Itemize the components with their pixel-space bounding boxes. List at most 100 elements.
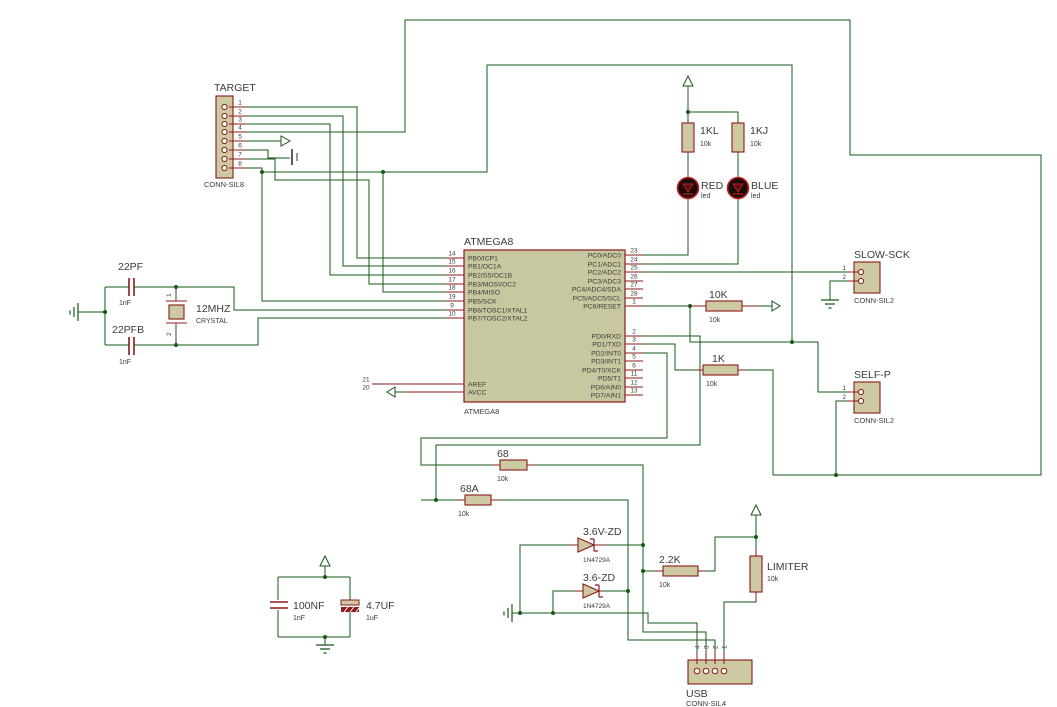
resistor-ref: LIMITER (767, 561, 809, 573)
wire (435, 335, 701, 500)
wire (246, 19, 1042, 476)
capacitor-22pfb[interactable]: 22PFB 1nF (112, 324, 144, 366)
chip-ref-bottom: ATMEGA8 (464, 407, 499, 416)
led-red[interactable]: RED led (676, 176, 724, 201)
capacitor-22pf[interactable]: 22PF 1nF (118, 261, 143, 307)
power-arrow-icon (386, 386, 396, 398)
pin-number: 10 (448, 311, 456, 318)
wire (643, 343, 695, 371)
resistor-68[interactable]: 68 10k (492, 448, 535, 483)
resistor-1k[interactable]: 1K 10k (695, 353, 746, 388)
crystal-12mhz[interactable]: 1 2 12MHZ CRYSTAL (166, 293, 231, 336)
pin-number: 3 (238, 117, 242, 124)
cell-symbol[interactable] (291, 149, 298, 165)
connector-type: CONN-SIL4 (686, 699, 726, 707)
resistor-10k[interactable]: 10K 10k (690, 289, 758, 324)
capacitor-4-7uf[interactable]: 4.7UF 1uF (340, 599, 395, 622)
pin-number: 2 (713, 645, 720, 649)
led-blue[interactable]: BLUE led (726, 176, 779, 201)
resistor-1kl[interactable]: 1KL 10k (681, 122, 719, 153)
resistor-value: 10k (767, 576, 779, 583)
cap-value: 1nF (293, 615, 305, 622)
pin-name: PB0/ICP1 (468, 256, 498, 263)
pin-name: PC4/ADC4/SDA (572, 287, 622, 294)
wire (643, 199, 739, 265)
wire (687, 86, 739, 123)
capacitor-100nf[interactable]: 100NF 1nF (270, 600, 325, 622)
crystal-value: CRYSTAL (196, 318, 228, 325)
resistor-limiter[interactable]: LIMITER 10k (749, 548, 809, 600)
ground-icon (316, 644, 334, 654)
wires[interactable] (78, 19, 1042, 652)
connector-type: CONN-SIL2 (854, 416, 894, 425)
pin-name: PB2/SS/OC1B (468, 273, 513, 280)
diode-zener-2[interactable]: 3.6-ZD 1N4729A (575, 572, 616, 610)
connector-usb[interactable]: 4 3 2 1 USB CONN-SIL4 (686, 645, 753, 707)
pin-name: PD7/AIN1 (591, 393, 621, 400)
cap-value: 1uF (366, 615, 378, 622)
pin-number: 6 (238, 143, 242, 150)
pin-number: 2 (842, 274, 846, 281)
pin-number: 1 (842, 265, 846, 272)
wire (262, 64, 793, 342)
wire (519, 544, 570, 613)
pin-number: 1 (238, 100, 242, 107)
pin-number: 23 (630, 248, 638, 255)
wire (246, 167, 446, 302)
diode-value: 1N4729A (583, 557, 611, 564)
ground-icon (69, 303, 79, 321)
pin-number: 8 (238, 161, 242, 168)
connector-self-p[interactable]: SELF-P 1 2 CONN-SIL2 (842, 369, 894, 425)
target-ref: TARGET (214, 82, 256, 94)
pin-number: 26 (630, 274, 638, 281)
cap-ref: 22PF (118, 261, 143, 273)
pin-number: 18 (448, 285, 456, 292)
resistor-ref: 2.2K (659, 554, 681, 566)
diode-zener-1[interactable]: 3.6V-ZD 1N4729A (570, 526, 622, 564)
pin-name: PB7/TOSC2/XTAL2 (468, 316, 528, 323)
connector-ref: SELF-P (854, 369, 891, 381)
wire (246, 149, 290, 159)
pin-name: PB1/OC1A (468, 264, 502, 271)
connector-target[interactable]: TARGET 1 2 3 4 5 6 7 8 CONN-SIL8 (204, 82, 256, 189)
wire (246, 158, 446, 285)
resistor-value: 10k (709, 317, 721, 324)
resistor-1kj[interactable]: 1KJ 10k (731, 122, 768, 153)
wire (829, 280, 848, 300)
pin-number: 1 (842, 385, 846, 392)
resistor-2-2k[interactable]: 2.2K 10k (655, 554, 706, 589)
resistor-value: 10k (497, 476, 509, 483)
pin-number: 2 (632, 329, 636, 336)
pin-name: PB3/MOSI/OC2 (468, 282, 516, 289)
diode-ref: 3.6-ZD (583, 572, 616, 584)
resistor-value: 10k (706, 381, 718, 388)
pin-number: 27 (630, 282, 638, 289)
chip-ref: ATMEGA8 (464, 236, 514, 248)
pin-number: 19 (448, 294, 456, 301)
connector-ref: SLOW-SCK (854, 249, 910, 261)
pin-number: 25 (630, 265, 638, 272)
pin-name: PD0/RXD (592, 334, 622, 341)
connector-slow-sck[interactable]: SLOW-SCK 1 2 CONN-SIL2 (842, 249, 909, 305)
wire (499, 499, 716, 652)
ground-symbols[interactable] (69, 299, 839, 654)
pin-number: 28 (630, 291, 638, 298)
power-symbols[interactable] (280, 74, 781, 567)
led-ref: BLUE (751, 180, 778, 192)
target-type: CONN-SIL8 (204, 180, 244, 189)
pin-name: PB6/TOSC1/XTAL1 (468, 308, 528, 315)
resistor-value: 10k (750, 141, 762, 148)
pin-number: 2 (166, 332, 173, 336)
wire (78, 286, 129, 346)
wire (746, 369, 836, 476)
pin-name: PC3/ADC3 (588, 279, 621, 286)
pin-name: PC1/ADC1 (588, 262, 621, 269)
resistor-68a[interactable]: 68A 10k (457, 483, 499, 518)
pin-name: AVCC (468, 390, 486, 397)
wire (134, 286, 446, 311)
power-arrow-icon (319, 554, 331, 567)
pin-name: PD1/TXD (592, 342, 621, 349)
chip-atmega8[interactable]: ATMEGA8 ATMEGA8 14 15 16 17 18 19 9 (362, 236, 643, 416)
